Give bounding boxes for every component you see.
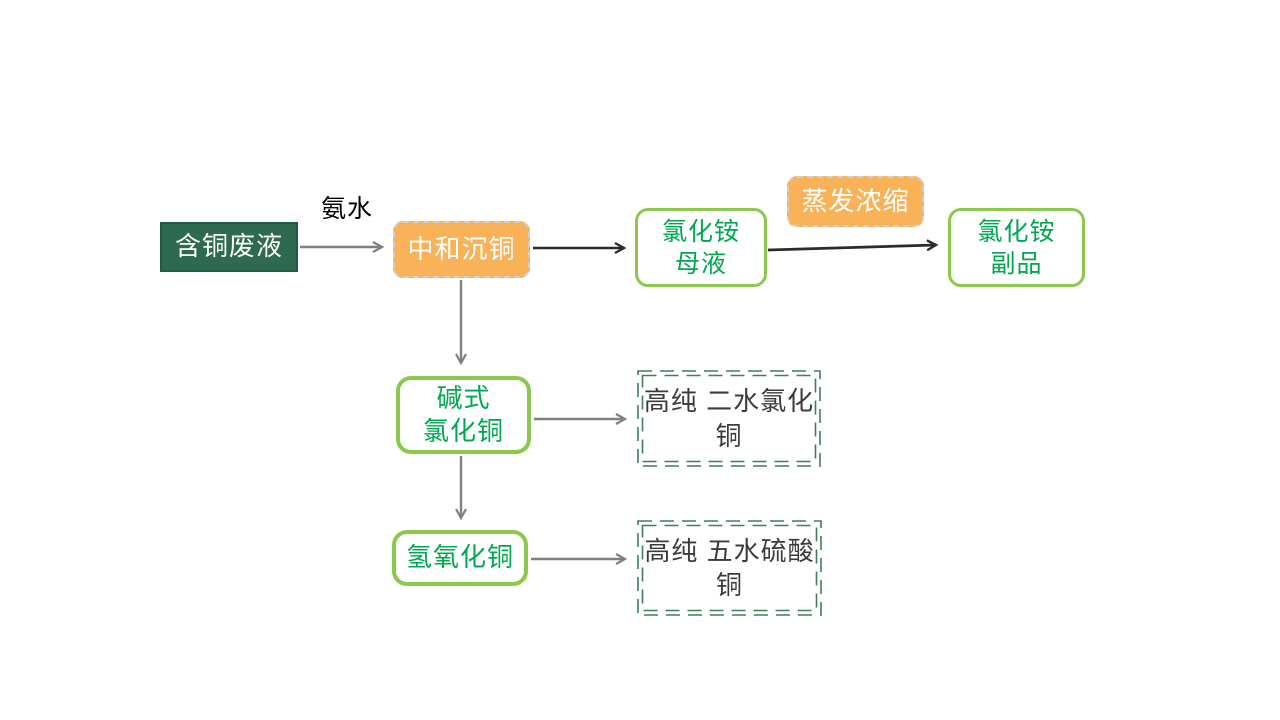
- node-evaporation-concentration: 蒸发浓缩: [787, 176, 924, 227]
- node-high-purity-dihydrate-chloride: 高纯 二水氯化铜: [637, 370, 821, 467]
- node-neutralize-label: 中和沉铜: [407, 233, 516, 264]
- arrow-mother-to-byproduct: [767, 239, 939, 252]
- node-basic-chloride-line2: 氯化铜: [422, 416, 504, 446]
- node-basic-chloride-line1: 碱式: [436, 382, 491, 413]
- node-dihydrate-line2: 二水氯化铜: [706, 386, 815, 451]
- node-copper-hydroxide: 氢氧化铜: [392, 530, 528, 586]
- node-pentahydrate-line2: 五水硫酸铜: [706, 535, 815, 600]
- node-byproduct-line2: 副品: [990, 249, 1043, 278]
- edge-label-ammonia: 氨水: [308, 191, 386, 223]
- node-mother-liquor-line2: 母液: [674, 249, 727, 278]
- node-evaporate-label: 蒸发浓缩: [801, 185, 910, 216]
- node-pentahydrate-line1: 高纯: [644, 535, 699, 566]
- node-mother-liquor-line1: 氯化铵: [661, 217, 740, 246]
- node-copper-waste-label: 含铜废液: [174, 231, 283, 262]
- double-dash-border: [637, 370, 821, 467]
- node-hydroxide-label: 氢氧化铜: [405, 542, 514, 573]
- node-high-purity-pentahydrate-sulfate: 高纯 五水硫酸铜: [637, 520, 822, 616]
- node-byproduct-line1: 氯化铵: [977, 217, 1056, 246]
- node-ammonium-chloride-mother-liquor: 氯化铵 母液: [635, 208, 767, 287]
- node-neutralize-precipitate: 中和沉铜: [393, 221, 530, 278]
- node-dihydrate-line1: 高纯: [643, 386, 698, 417]
- node-ammonium-chloride-byproduct: 氯化铵 副品: [948, 208, 1085, 287]
- edge-label-ammonia-text: 氨水: [320, 195, 373, 223]
- node-copper-waste: 含铜废液: [160, 222, 298, 272]
- node-basic-copper-chloride: 碱式 氯化铜: [396, 376, 531, 454]
- double-dash-border: [637, 520, 822, 616]
